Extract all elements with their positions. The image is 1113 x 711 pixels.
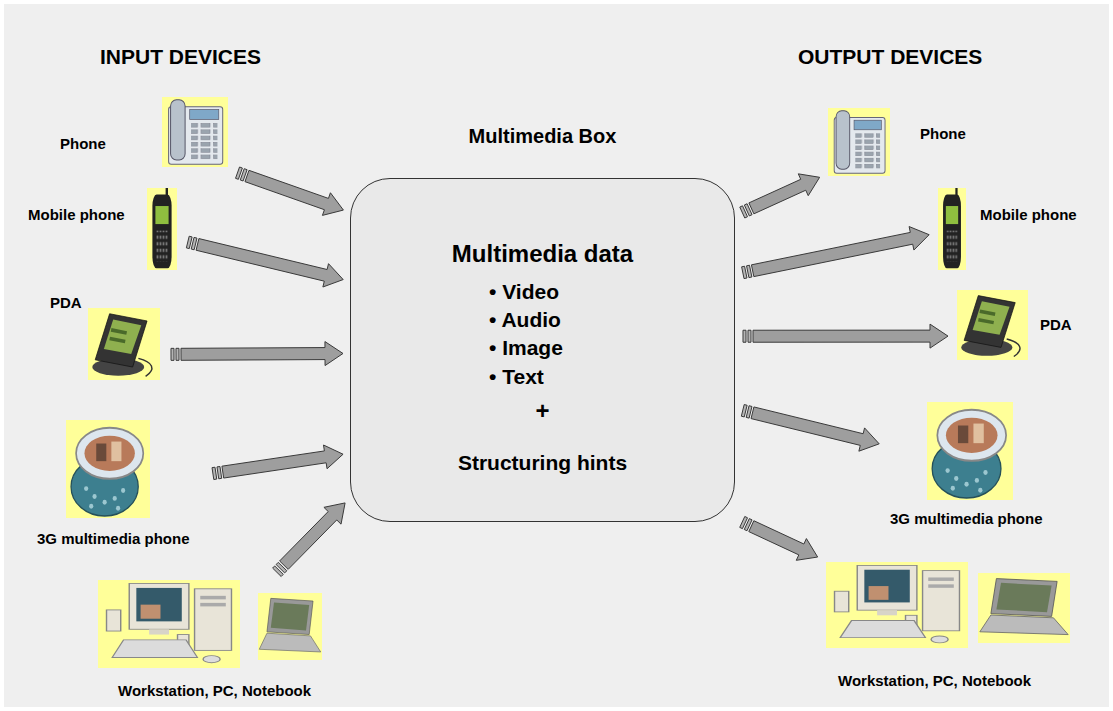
block-arrow-connector <box>740 174 820 218</box>
block-arrow-connector <box>212 445 343 480</box>
box-note: Structuring hints <box>351 451 734 475</box>
device-label: Mobile phone <box>980 206 1077 223</box>
block-arrow <box>749 521 818 561</box>
arrow-tail-stripe <box>186 236 192 248</box>
workstation-icon <box>826 562 968 648</box>
block-arrow-connector <box>740 516 818 560</box>
notebook-icon <box>258 593 322 660</box>
arrow-tail-stripe <box>171 348 174 360</box>
arrow-tail-stripe <box>191 237 197 249</box>
block-arrow-connector <box>171 342 343 366</box>
arrow-tail-stripe <box>743 330 746 342</box>
block-arrow <box>196 239 343 287</box>
arrow-tail-stripe <box>741 405 747 417</box>
box-title: Multimedia data <box>351 240 734 268</box>
block-arrow-connector <box>742 227 930 279</box>
block-arrow <box>181 342 343 366</box>
device-node: Workstation, PC, Notebook <box>98 578 326 702</box>
workstation-icon <box>98 580 240 668</box>
device-label: 3G multimedia phone <box>890 510 1043 527</box>
pda-icon <box>88 308 160 380</box>
device-label: Phone <box>60 135 106 152</box>
device-label: 3G multimedia phone <box>37 530 190 547</box>
block-arrow <box>751 227 929 277</box>
block-arrow-connector <box>186 236 343 287</box>
column-heading: INPUT DEVICES <box>100 45 261 69</box>
device-node: Phone <box>826 106 976 178</box>
arrow-tail-stripe <box>176 348 179 360</box>
block-arrow <box>245 170 343 215</box>
block-arrow <box>753 324 948 348</box>
multimedia-phone-icon <box>66 420 150 518</box>
device-node: PDA <box>45 290 163 382</box>
device-node: Mobile phone <box>25 186 180 272</box>
device-label: PDA <box>1040 316 1072 333</box>
arrow-tail-stripe <box>212 467 217 479</box>
block-arrow <box>749 174 820 214</box>
block-arrow <box>751 407 879 451</box>
block-arrow <box>280 503 345 569</box>
arrow-tail-stripe <box>742 266 747 278</box>
phone-icon <box>162 97 228 167</box>
arrow-tail-stripe <box>217 466 222 478</box>
device-label: Mobile phone <box>28 206 125 223</box>
block-arrow-connector <box>236 167 344 215</box>
block-arrow-connector <box>741 405 879 452</box>
phone-icon <box>828 108 890 176</box>
arrow-tail-stripe <box>748 330 751 342</box>
mobile-phone-icon <box>938 188 966 270</box>
arrow-tail-stripe <box>746 406 752 418</box>
device-label: Workstation, PC, Notebook <box>838 672 1031 689</box>
media-bullet: • Audio <box>489 308 561 332</box>
media-bullet: • Text <box>489 365 544 389</box>
device-node: 3G multimedia phone <box>35 418 205 550</box>
box-heading: Multimedia Box <box>351 125 734 148</box>
device-label: Workstation, PC, Notebook <box>118 682 311 699</box>
mobile-phone-icon <box>147 188 177 270</box>
media-bullet: • Video <box>489 280 559 304</box>
multimedia-phone-icon <box>927 402 1013 500</box>
device-node: 3G multimedia phone <box>886 400 1056 530</box>
column-heading: OUTPUT DEVICES <box>798 45 982 69</box>
block-arrow <box>222 445 343 478</box>
block-arrow-connector <box>743 324 948 348</box>
device-label: PDA <box>50 294 82 311</box>
device-node: PDA <box>955 288 1077 362</box>
multimedia-box: Multimedia BoxMultimedia data• Video• Au… <box>350 178 735 522</box>
arrow-tail-stripe <box>747 265 752 277</box>
block-arrow-connector <box>273 503 345 577</box>
device-node: Mobile phone <box>936 186 1086 272</box>
notebook-icon <box>978 573 1070 643</box>
device-label: Phone <box>920 125 966 142</box>
pda-icon <box>957 290 1028 360</box>
device-node: Phone <box>55 95 230 170</box>
media-bullet: • Image <box>489 336 563 360</box>
plus-sign: + <box>351 397 734 425</box>
device-node: Workstation, PC, Notebook <box>824 560 1072 692</box>
